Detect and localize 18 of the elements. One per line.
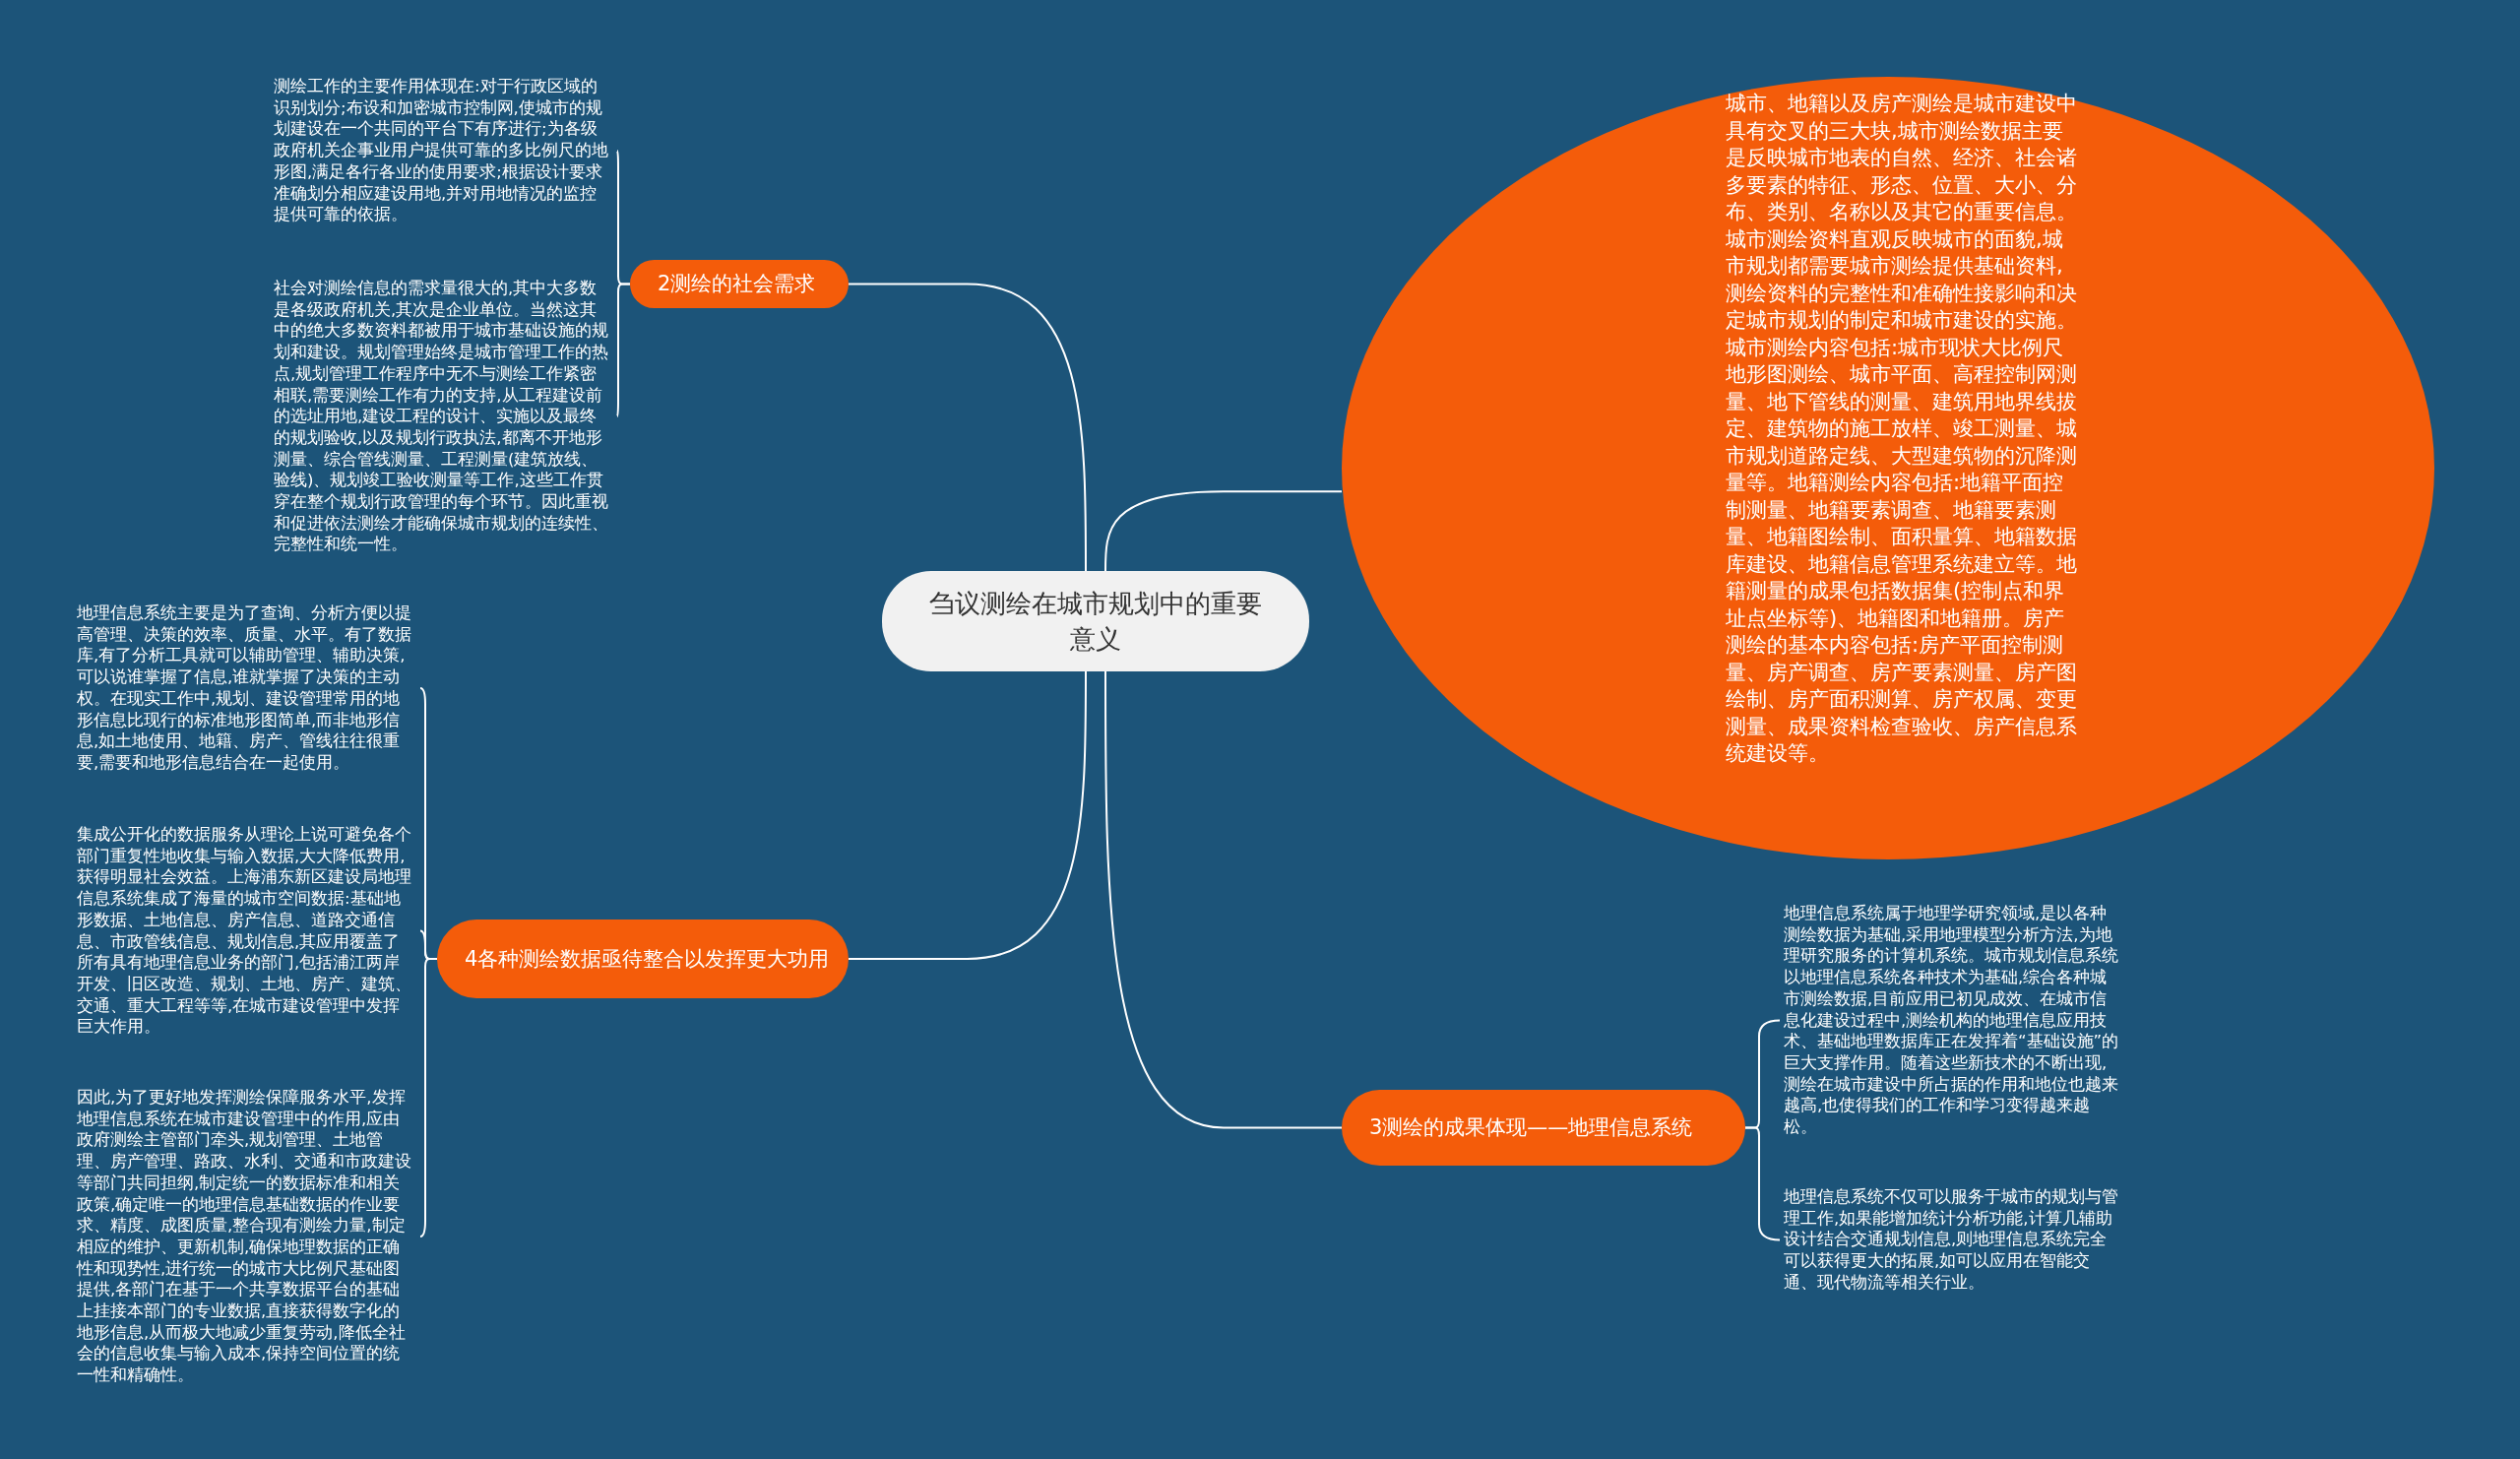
paragraph: 测绘工作的主要作用体现在:对于行政区域的识别划分;布设和加密城市控制网,使城市的规划建设在一个共同的平台下有序进行;为各级政府机关企事业用户提供可靠的多比例尺的地形图,满足各行各业的使用要求;根据设计要求准确划分相应建设用地,并对用地情况的监控提供可靠的依据。: [274, 76, 613, 225]
topic-pill: 2测绘的社会需求: [630, 260, 849, 308]
topic-pill: 3测绘的成果体现——地理信息系统: [1342, 1090, 1745, 1166]
paragraph: 地理信息系统主要是为了查询、分析方便以提高管理、决策的效率、质量、水平。有了数据库,有了分析工具就可以辅助管理、辅助决策,可以说谁掌握了信息,谁就掌握了决策的主动权。在现实工作中,规划、建设管理常用的地形信息比现行的标准地形图简单,而非地形信息,如土地使用、地籍、房产、管线往往很重要,需要和地形信息结合在一起使用。: [77, 603, 416, 774]
branch-line: [848, 670, 1087, 960]
branch-line: [1104, 490, 1343, 572]
topic-bubble: 城市、地籍以及房产测绘是城市建设中具有交叉的三大块,城市测绘数据主要是反映城市地表的自然、经济、社会诸多要素的特征、形态、位置、大小、分布、类别、名称以及其它的重要信息。城市测绘资料直观反映城市的面貌,城市规划都需要城市测绘提供基础资料,测绘资料的完整性和准确性接影响和决定城市规划的制定和城市建设的实施。城市测绘内容包括:城市现状大比例尺地形图测绘、城市平面、高程控制网测量、地下管线的测量、建筑用地界线拔定、建筑物的施工放样、竣工测量、城市规划道路定线、大型建筑物的沉降测量等。地籍测绘内容包括:地籍平面控制测量、地籍要素调查、地籍要素测量、地籍图绘制、面积量算、地籍数据库建设、地籍信息管理系统建立等。地籍测量的成果包括数据集(控制点和界址点坐标等)、地籍图和地籍册。房产测绘的基本内容包括:房产平面控制测量、房产调查、房产要素测量、房产图绘制、房产面积测算、房产权属、变更测量、成果资料检查验收、房产信息系统建设等。: [1342, 77, 2434, 859]
topic-pill: 4各种测绘数据亟待整合以发挥更大功用: [437, 920, 849, 998]
branch-line: [848, 283, 1087, 572]
bracket-line: [616, 283, 631, 417]
paragraph: 地理信息系统属于地理学研究领域,是以各种测绘数据为基础,采用地理模型分析方法,为地理研究服务的计算机系统。城市规划信息系统以地理信息系统各种技术为基础,综合各种城市测绘数据,目前应用已初见成效、在城市信息化建设过程中,测绘机构的地理信息应用技术、基础地理数据库正在发挥着“基础设施”的巨大支撑作用。随着这些新技术的不断出现,测绘在城市建设中所占据的作用和地位也越来越高,也使得我们的工作和学习变得越来越松。: [1784, 903, 2123, 1138]
paragraph: 因此,为了更好地发挥测绘保障服务水平,发挥地理信息系统在城市建设管理中的作用,应由政府测绘主管部门牵头,规划管理、土地管理、房产管理、路政、水利、交通和市政建设等部门共同担纲,制定统一的数据标准和相关政策,确定唯一的地理信息基础数据的作业要求、精度、成图质量,整合现有测绘力量,制定相应的维护、更新机制,确保地理数据的正确性和现势性,进行统一的城市大比例尺基础图提供,各部门在基于一个共享数据平台的基础上挂接本部门的专业数据,直接获得数字化的地形信息,从而极大地减少重复劳动,降低全社会的信息收集与输入成本,保持空间位置的统一性和精确性。: [77, 1087, 416, 1386]
branch-line: [1104, 670, 1343, 1129]
paragraph: 集成公开化的数据服务从理论上说可避免各个部门重复性地收集与输入数据,大大降低费用,获得明显社会效益。上海浦东新区建设局地理信息系统集成了海量的城市空间数据:基础地形数据、土地信息、房产信息、道路交通信息、市政管线信息、规划信息,其应用覆盖了所有具有地理信息业务的部门,包括浦江两岸开发、旧区改造、规划、土地、房产、建筑、交通、重大工程等等,在城市建设管理中发挥巨大作用。: [77, 824, 416, 1039]
paragraph: 社会对测绘信息的需求量很大的,其中大多数是各级政府机关,其次是企业单位。当然这其中的绝大多数资料都被用于城市基础设施的规划和建设。规划管理始终是城市管理工作的热点,规划管理工作程序中无不与测绘工作紧密相联,需要测绘工作有力的支持,从工程建设前的选址用地,建设工程的设计、实施以及最终的规划验收,以及规划行政执法,都离不开地形测量、综合管线测量、工程测量(建筑放线、验线)、规划竣工验收测量等工作,这些工作贯穿在整个规划行政管理的每个环节。因此重视和促进依法测绘才能确保城市规划的连续性、完整性和统一性。: [274, 278, 613, 556]
topic-pill: 刍议测绘在城市规划中的重要意义: [882, 571, 1309, 671]
bracket-line: [419, 958, 438, 1237]
paragraph: 地理信息系统不仅可以服务于城市的规划与管理工作,如果能增加统计分析功能,计算几辅助设计结合交通规划信息,则地理信息系统完全可以获得更大的拓展,如可以应用在智能交通、现代物流等相关行业。: [1784, 1186, 2123, 1294]
